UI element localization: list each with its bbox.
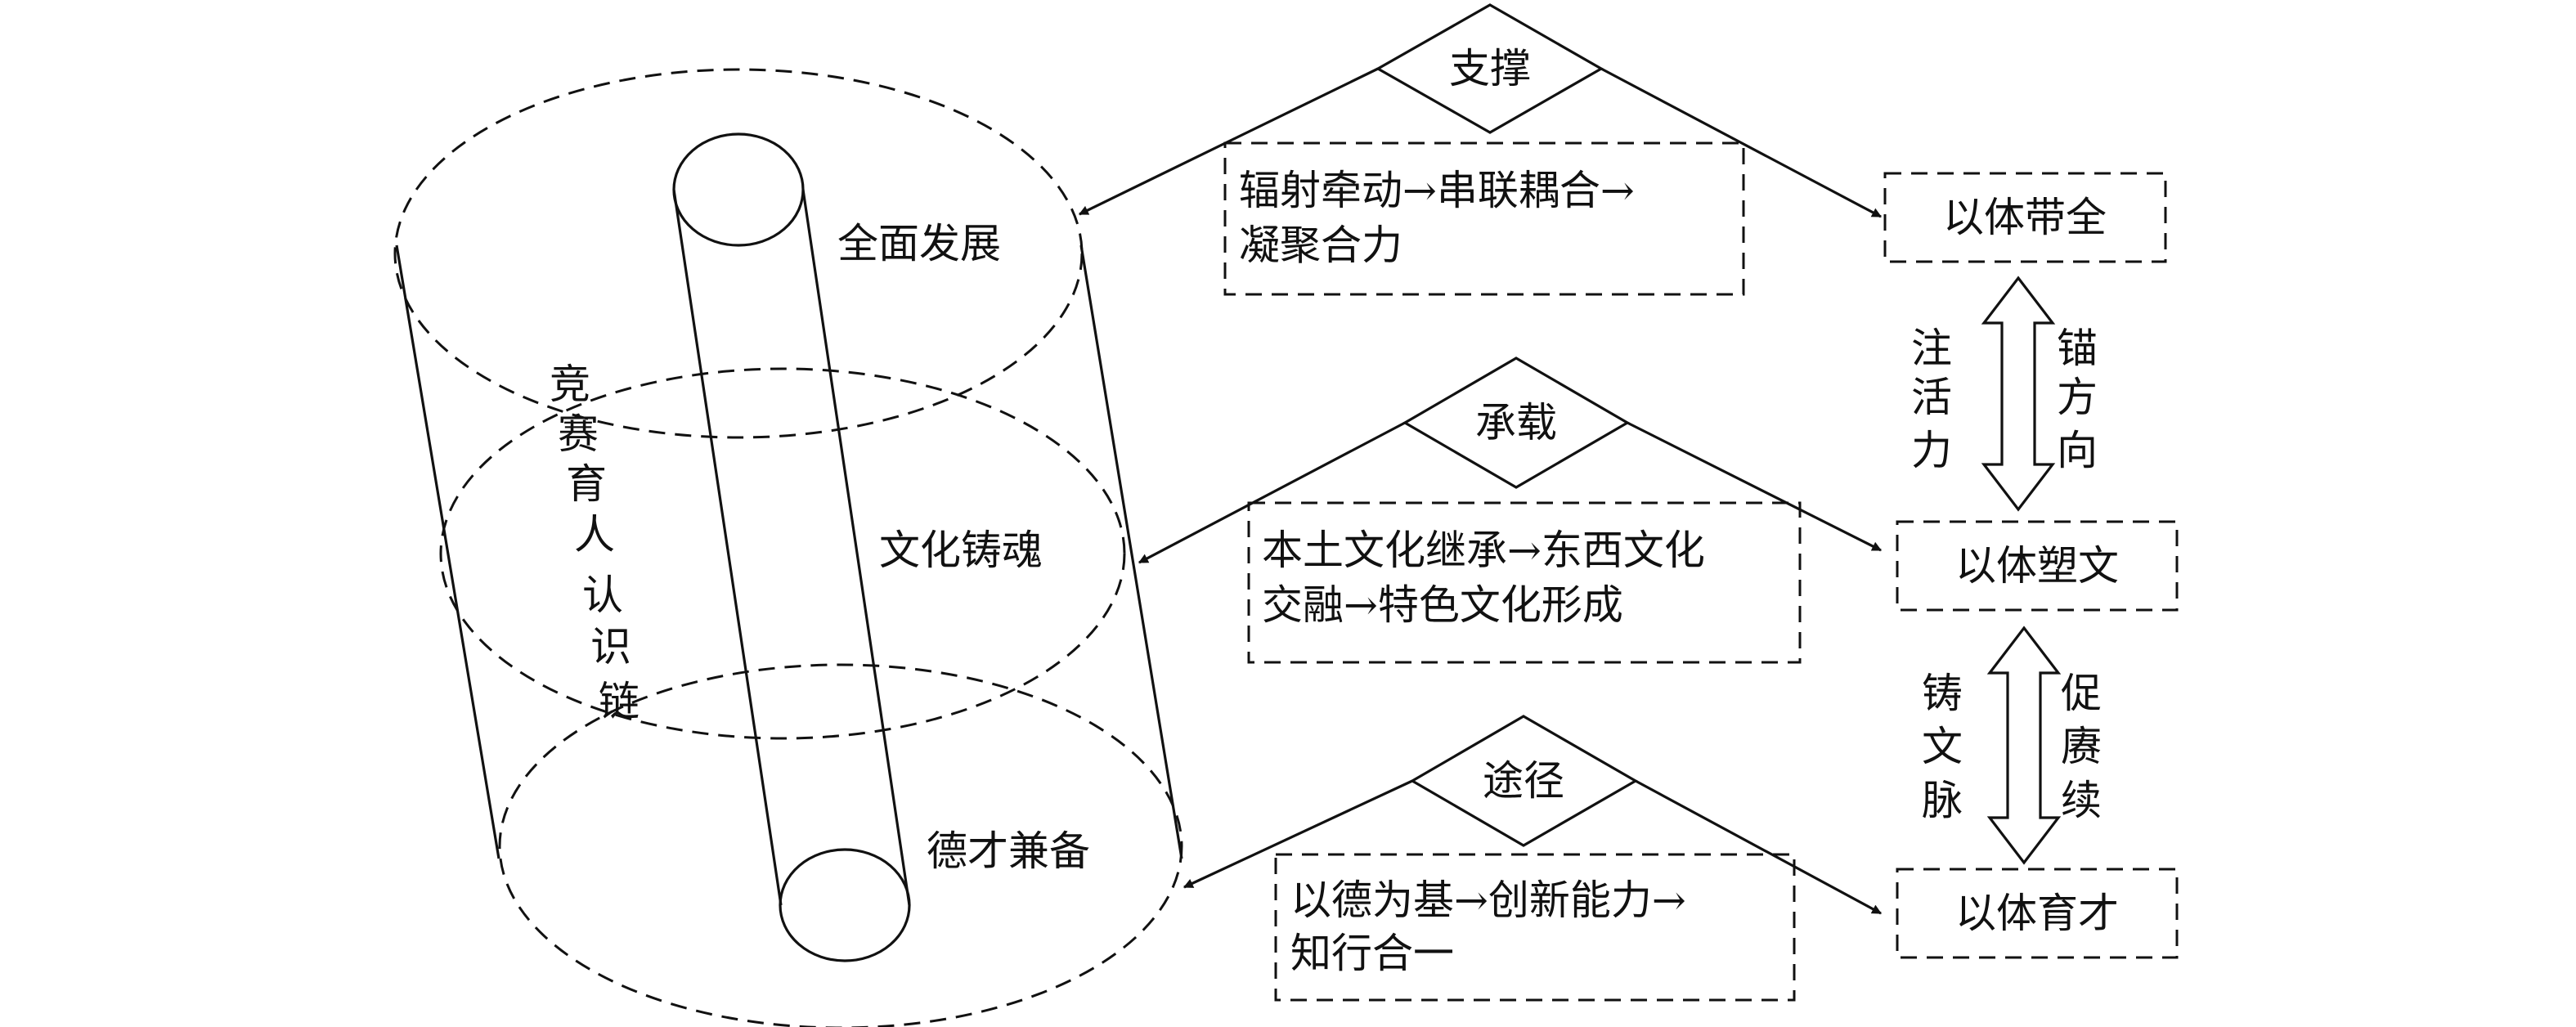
link-labels-lower-left: 铸 文 脉 [1922,670,1963,824]
link-labels-upper-left: 注 活 力 [1911,325,1952,474]
arrow-to-outcome-1 [1600,67,1883,218]
bottom-level-ellipse [498,663,1183,1027]
outcome-box-1 [1883,172,2167,263]
outcome-label-3: 以体育才 [1955,890,2119,937]
arrow-to-top-level [1078,67,1379,216]
outcome-label-1: 以体带全 [1943,194,2107,241]
link-char: 续 [2061,777,2102,824]
link-labels-upper-right: 锚 方 向 [2057,325,2098,474]
outcome-label-2: 以体塑文 [1955,542,2119,590]
axis-char: 育 [566,460,607,508]
cylinder-right-side [1079,244,1183,859]
path-box-1 [1223,141,1745,296]
middle-level-ellipse [439,367,1126,740]
diamond-path [1409,715,1639,847]
link-char: 向 [2057,427,2098,474]
outcome-boxes: 以体带全 以体塑文 以体育才 [1883,172,2179,959]
axis-char: 赛 [558,410,599,458]
path-text-2a: 本土文化继承→东西文化 [1262,527,1705,574]
link-char: 促 [2061,670,2102,717]
level-label-middle: 文化铸魂 [879,527,1043,574]
link-char: 力 [1911,427,1952,474]
diamond-support-label: 支撑 [1449,45,1531,92]
axis-label: 竞 赛 育 人 认 识 链 [550,361,640,725]
arrow-to-outcome-2 [1627,421,1883,552]
diamond-carry [1402,357,1631,489]
link-char: 活 [1911,374,1952,421]
cylinder-left-side [395,244,500,859]
path-box-2 [1247,501,1802,664]
path-text-3b: 知行合一 [1290,930,1454,977]
level-label-bottom: 德才兼备 [927,827,1090,875]
level-label-top: 全面发展 [837,220,1001,267]
double-arrow-upper [1981,276,2056,512]
axis-char: 认 [582,572,623,619]
tube-right-side [801,189,911,906]
link-char: 赓 [2061,723,2102,770]
link-char: 脉 [1922,777,1963,824]
diamond-support [1375,3,1604,134]
tube-bottom-cap [779,848,911,962]
link-char: 铸 [1922,670,1963,717]
axis-char: 链 [599,678,640,725]
row-path: 途径 以德为基→创新能力→ 知行合一 [1183,715,1883,1002]
row-carry: 承载 本土文化继承→东西文化 交融→特色文化形成 [1138,357,1883,664]
arrow-to-middle-level [1138,421,1406,564]
axis-char: 人 [574,511,615,558]
path-text-3a: 以德为基→创新能力→ [1290,877,1686,924]
tube-top-cap [672,132,805,247]
link-char: 注 [1911,325,1952,372]
path-text-1b: 凝聚合力 [1239,222,1402,269]
link-char: 方 [2057,374,2098,421]
arrow-to-bottom-level [1183,779,1413,889]
path-box-3 [1274,853,1796,1002]
path-text-2b: 交融→特色文化形成 [1262,581,1623,629]
outer-cylinder [393,68,1183,1027]
arrow-to-outcome-3 [1635,779,1883,915]
inner-tube [672,132,911,962]
tube-left-side [672,189,783,906]
axis-char: 识 [590,623,631,670]
diamond-path-label: 途径 [1483,757,1564,805]
outcome-box-3 [1896,868,2179,959]
link-labels-lower-right: 促 赓 续 [2061,670,2102,824]
outcome-box-2 [1896,520,2179,612]
link-char: 文 [1922,723,1963,770]
axis-char: 竞 [550,361,590,408]
path-text-1a: 辐射牵动→串联耦合→ [1239,167,1635,214]
double-arrow-lower [1986,626,2062,865]
row-support: 支撑 辐射牵动→串联耦合→ 凝聚合力 [1078,3,1883,296]
link-char: 锚 [2057,325,2098,372]
diamond-carry-label: 承载 [1475,399,1557,446]
